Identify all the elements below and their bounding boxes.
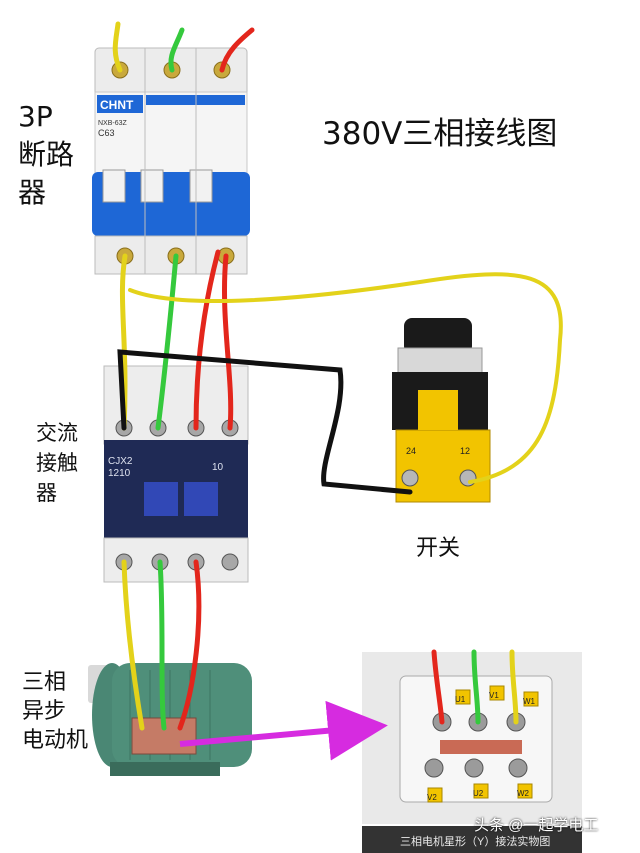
wire-yellow-input <box>112 21 123 73</box>
control-circuit <box>117 272 563 495</box>
breaker-label: 3P 断路 器 <box>18 98 74 212</box>
switch-button[interactable] <box>404 318 472 354</box>
contactor-label-line: 接触 <box>36 451 78 475</box>
switch-terminal-24: 24 <box>406 446 416 456</box>
input-wires <box>112 21 255 73</box>
terminal-tag-v1: V1 <box>489 691 499 700</box>
breaker-brand-text: CHNT <box>100 98 134 112</box>
motor-label-line: 电动机 <box>22 728 89 753</box>
breaker-label-line: 器 <box>18 176 47 209</box>
terminal-tag-u2: U2 <box>473 789 484 798</box>
three-phase-motor <box>88 663 252 776</box>
motor-label-line: 三相 <box>22 670 67 695</box>
wire-red-input <box>219 27 255 73</box>
contactor-aux-text: 10 <box>212 462 224 473</box>
wire-green-phase-l2 <box>155 253 179 431</box>
terminal-tag-u1: U1 <box>455 695 466 704</box>
circuit-breaker-3p: CHNT NXB-63Z C63 <box>92 47 250 275</box>
contactor-label-line: 交流 <box>36 421 78 445</box>
breaker-label-line: 3P <box>18 100 53 133</box>
wire-red-phase-l3b <box>222 253 234 431</box>
breaker-rating-text: C63 <box>98 128 115 138</box>
diagram-title: 380V三相接线图 <box>322 116 558 152</box>
wire-green-input <box>168 27 185 73</box>
motor-label: 三相 异步 电动机 <box>22 668 88 755</box>
switch-label: 开关 <box>416 536 461 561</box>
wire-red-motor <box>177 559 202 731</box>
breaker-label-line: 断路 <box>18 138 75 171</box>
wire-black-control <box>117 349 413 495</box>
contactor-code-text: 1210 <box>108 468 131 479</box>
contactor-label-line: 器 <box>36 481 57 505</box>
wire-red-phase-l3a <box>193 249 221 431</box>
watermark: 头条 @一起学电工 <box>474 817 599 834</box>
wire-green-motor <box>157 559 167 731</box>
push-switch: 24 12 <box>392 318 491 503</box>
contactor-label: 交流 接触 器 <box>36 418 78 508</box>
wire-yellow-motor <box>121 559 145 731</box>
box-wires <box>431 649 519 725</box>
switch-terminal-12: 12 <box>460 446 470 456</box>
terminal-tag-v2: V2 <box>427 793 437 802</box>
terminal-box-caption: 三相电机星形（Y）接法实物图 <box>400 836 551 848</box>
contactor-model-text: CJX2 <box>108 456 133 467</box>
phase-wires-contactor-to-motor <box>121 559 202 731</box>
pointer-arrow <box>179 700 388 761</box>
wire-yellow-to-switch <box>128 272 563 484</box>
terminal-tag-w2: W2 <box>517 789 530 798</box>
terminal-tag-w1: W1 <box>523 697 536 706</box>
motor-label-line: 异步 <box>22 699 67 724</box>
breaker-model-text: NXB-63Z <box>98 120 128 127</box>
